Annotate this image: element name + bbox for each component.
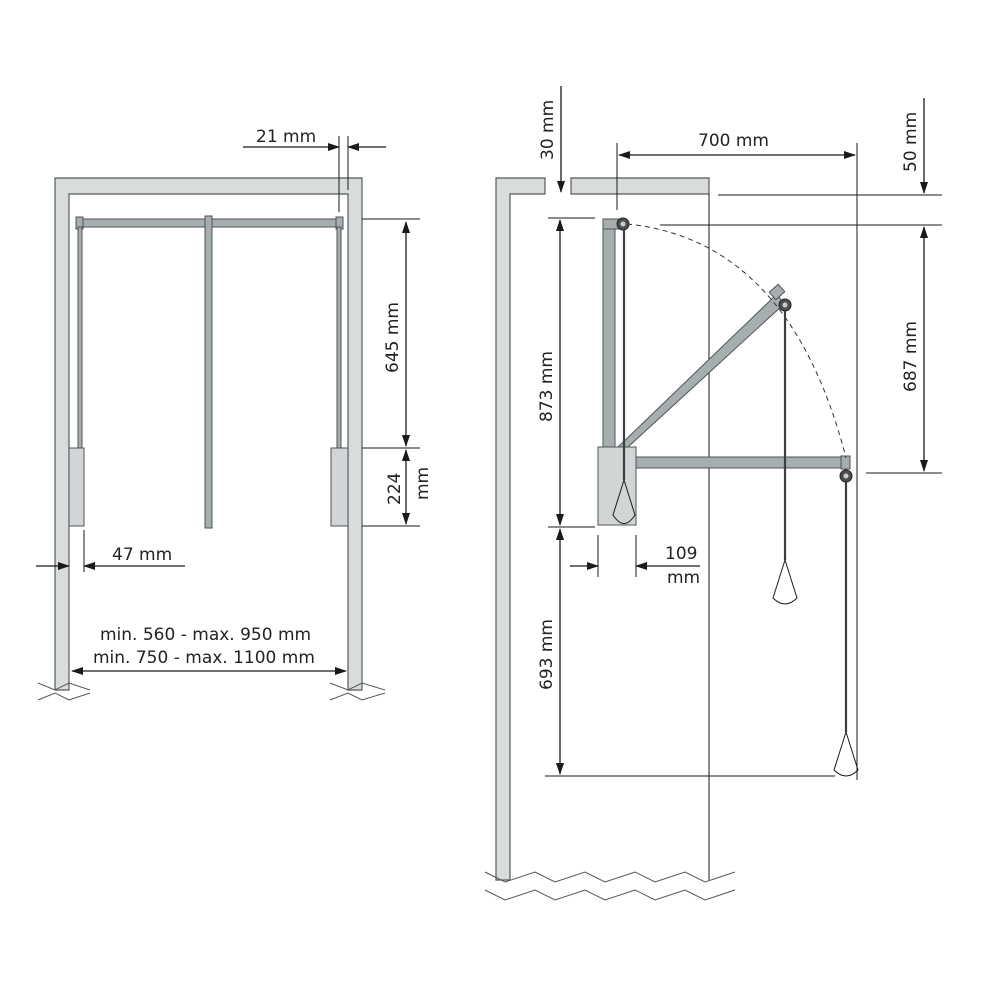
side-view: 30 mm 700 mm 50 mm 687 mm 873 mm 693 mm … [484, 86, 942, 901]
dim-width-range-1: min. 560 - max. 950 mm [100, 625, 311, 645]
dim-reach: 700 mm [698, 131, 769, 151]
dim-width-range-2: min. 750 - max. 1100 mm [93, 648, 315, 668]
side-rod-left [77, 226, 83, 458]
pull-handle-folded [612, 478, 636, 524]
dim-side-clearance: 47 mm [112, 545, 172, 565]
dim-lower-extension: 693 mm [537, 619, 557, 690]
side-mechanism-box [597, 446, 637, 526]
side-cabinet-top [570, 177, 710, 195]
diagonal-cap [768, 283, 786, 301]
dim-depth-unit: mm [667, 568, 700, 588]
dim-drop: 687 mm [901, 321, 921, 392]
break-line-bottom [484, 871, 736, 901]
side-cabinet-frame [495, 177, 546, 881]
break-line-right [329, 682, 386, 701]
dim-box-height-value: 224 [385, 473, 405, 505]
dim-height-total: 873 mm [537, 351, 557, 422]
dim-depth-value: 109 [665, 544, 697, 564]
horizontal-cap [840, 455, 851, 470]
pull-handle-extended [833, 730, 859, 777]
mechanism-box-left [68, 447, 85, 527]
vertical-post [602, 218, 616, 450]
side-rod-right [336, 226, 342, 458]
horizontal-arm [635, 456, 845, 469]
front-cabinet-frame [54, 177, 363, 691]
mechanism-box-right [330, 447, 349, 527]
swing-arc [626, 223, 847, 459]
dim-rail-travel: 645 mm [383, 302, 403, 373]
front-view: 21 mm 645 mm 224 mm 47 mm min. 560 - max… [36, 127, 433, 701]
diagonal-arm [616, 293, 785, 448]
pull-handle-middle [772, 558, 798, 605]
center-rod [204, 215, 213, 529]
dim-top-offset: 50 mm [901, 112, 921, 172]
break-line-left [37, 682, 91, 701]
dim-top-clearance: 30 mm [538, 100, 558, 160]
dim-wall-offset: 21 mm [256, 127, 316, 147]
dim-box-height-unit: mm [413, 467, 433, 500]
